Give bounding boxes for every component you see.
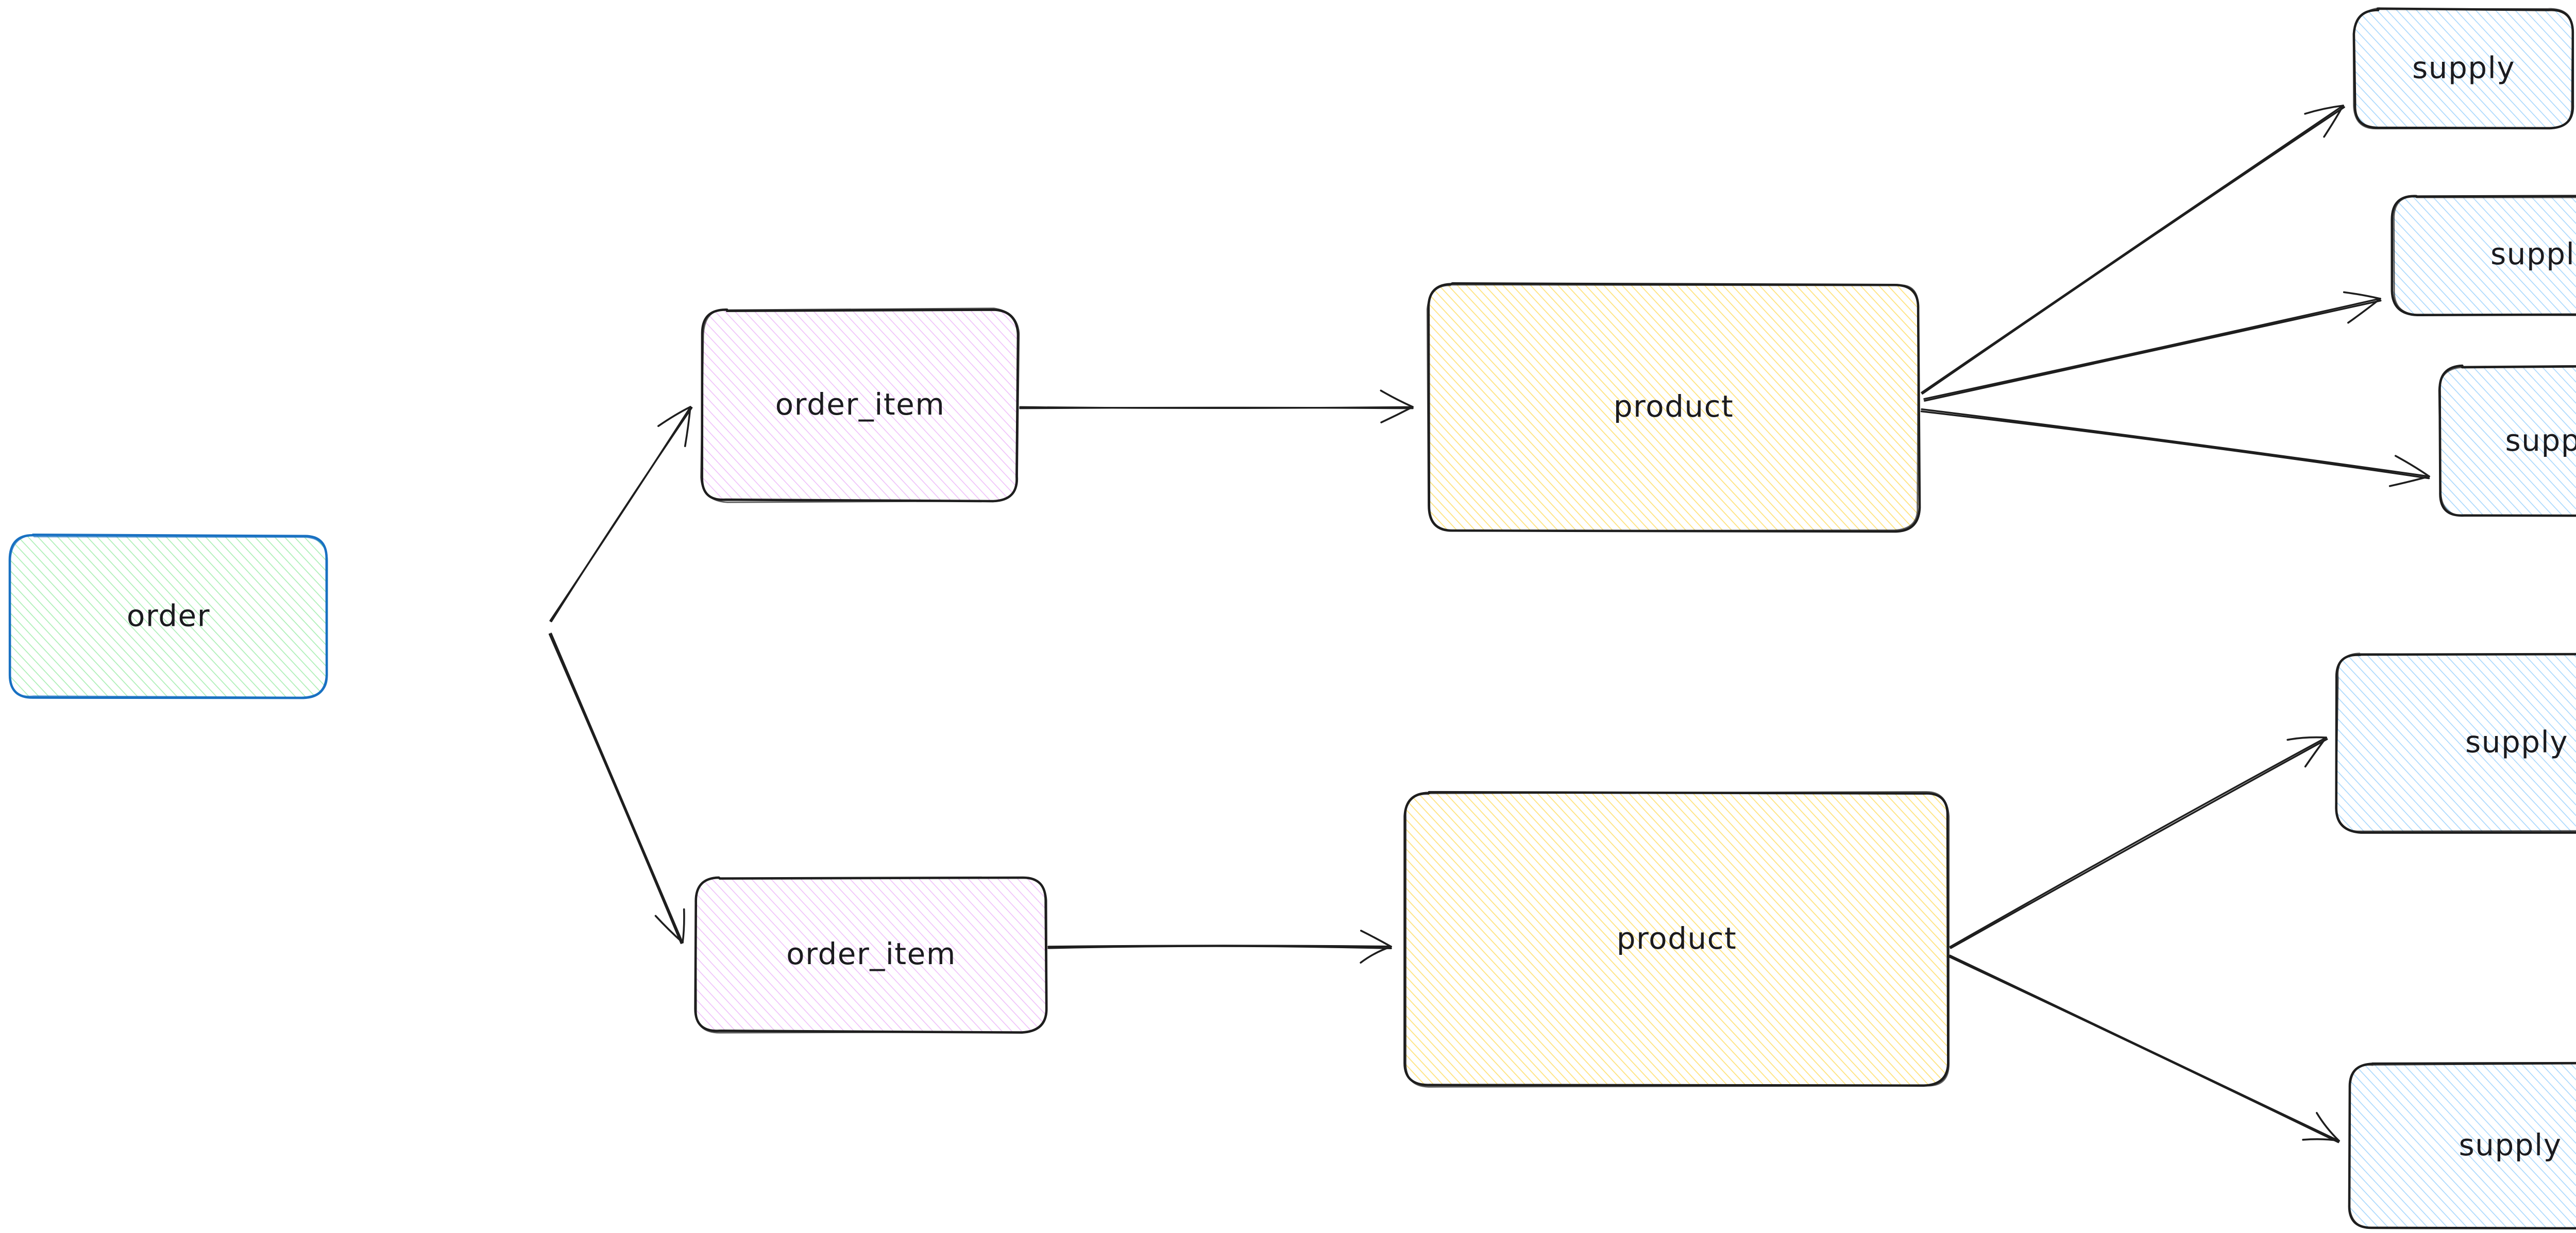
node-order_item_bottom[interactable]: order_item — [694, 876, 1048, 1034]
node-outline — [701, 309, 1020, 503]
node-fill — [1404, 792, 1948, 1086]
edge-line — [550, 406, 693, 623]
edge-line — [1921, 408, 2430, 477]
edge-line — [1047, 945, 1392, 949]
edge-product_top-to-supply_t3 — [1920, 408, 2430, 487]
node-outline — [2335, 653, 2576, 832]
node-fill — [702, 310, 1018, 501]
arrowhead-stroke-1 — [2286, 736, 2327, 741]
node-order_item_top[interactable]: order_item — [700, 307, 1020, 503]
arrowhead-stroke-1 — [2394, 455, 2430, 477]
edge-line — [1924, 299, 2382, 402]
node-outline — [700, 307, 1020, 503]
arrowhead-stroke-1 — [657, 406, 691, 427]
node-supply_t2[interactable]: supply — [2391, 195, 2576, 316]
arrowhead-stroke-0 — [2323, 105, 2344, 138]
edge-product_bottom-to-supply_b1 — [1949, 736, 2328, 949]
arrowhead-stroke-1 — [2315, 1112, 2340, 1142]
node-label-product_bottom: product — [1617, 921, 1737, 956]
arrowhead-stroke-0 — [2388, 475, 2430, 487]
nodes-layer: orderorder_itemorder_itemproductproducts… — [8, 7, 2576, 1230]
node-fill — [2392, 196, 2576, 315]
node-outline — [9, 534, 328, 698]
arrowhead-stroke-0 — [1380, 406, 1414, 423]
edge-line — [1019, 406, 1414, 409]
node-supply_t1[interactable]: supply — [2352, 7, 2574, 130]
node-supply_b2[interactable]: supply — [2348, 1061, 2576, 1230]
node-outline — [2393, 196, 2576, 316]
edge-line — [1921, 106, 2345, 395]
node-fill — [2336, 654, 2576, 833]
arrowhead-stroke-1 — [2343, 291, 2381, 300]
node-label-supply_b1: supply — [2465, 725, 2568, 760]
arrowhead-stroke-0 — [1360, 946, 1392, 964]
node-label-order_item_top: order_item — [775, 387, 945, 422]
arrowhead-stroke-0 — [654, 915, 684, 944]
arrowhead-stroke-1 — [1360, 930, 1392, 948]
edge-order-to-order_item_top — [549, 406, 693, 623]
node-label-supply_t1: supply — [2412, 50, 2515, 85]
edge-product_bottom-to-supply_b2 — [1948, 954, 2340, 1143]
edge-line — [1921, 105, 2344, 393]
node-outline — [2438, 365, 2576, 517]
node-fill — [10, 535, 327, 698]
node-product_top[interactable]: product — [1426, 282, 1921, 533]
node-fill — [695, 878, 1047, 1033]
arrowhead-stroke-0 — [684, 406, 691, 448]
edge-product_top-to-supply_t1 — [1921, 105, 2345, 395]
edge-line — [550, 632, 684, 944]
node-fill — [2354, 9, 2573, 128]
edge-order_item_bottom-to-product_bottom — [1047, 930, 1392, 964]
edge-order-to-order_item_bottom — [548, 632, 685, 944]
node-fill — [2439, 366, 2576, 516]
edge-line — [548, 633, 682, 944]
arrowhead-stroke-1 — [2304, 105, 2344, 115]
edge-line — [1950, 738, 2328, 949]
arrowhead-stroke-0 — [2304, 737, 2327, 768]
node-order[interactable]: order — [8, 533, 328, 699]
node-label-supply_t2: supply — [2490, 236, 2576, 271]
arrowhead-stroke-0 — [2302, 1138, 2340, 1142]
edge-line — [1948, 956, 2340, 1143]
edge-line — [1920, 410, 2430, 480]
edge-product_top-to-supply_t2 — [1923, 291, 2382, 402]
node-outline — [694, 877, 1048, 1034]
node-label-order: order — [127, 598, 210, 633]
node-fill — [2349, 1063, 2576, 1228]
node-supply_t3[interactable]: supply — [2438, 364, 2576, 517]
node-product_bottom[interactable]: product — [1403, 791, 1950, 1088]
node-label-supply_t3: supply — [2505, 423, 2576, 458]
node-supply_b1[interactable]: supply — [2335, 653, 2576, 834]
node-outline — [1426, 284, 1920, 532]
edge-line — [1923, 298, 2381, 400]
arrowhead-stroke-1 — [1380, 389, 1414, 408]
arrowhead-stroke-1 — [682, 908, 685, 944]
node-label-product_top: product — [1614, 389, 1734, 424]
edges-layer — [548, 105, 2430, 1143]
node-label-supply_b2: supply — [2459, 1127, 2562, 1162]
arrowhead-stroke-0 — [2347, 298, 2381, 324]
node-outline — [2352, 7, 2573, 130]
node-fill — [1428, 283, 1920, 532]
node-outline — [1405, 791, 1950, 1088]
node-outline — [2348, 1063, 2576, 1229]
edge-line — [1949, 737, 2327, 948]
edge-order_item_top-to-product_top — [1019, 389, 1414, 423]
node-label-order_item_bottom: order_item — [786, 936, 956, 971]
